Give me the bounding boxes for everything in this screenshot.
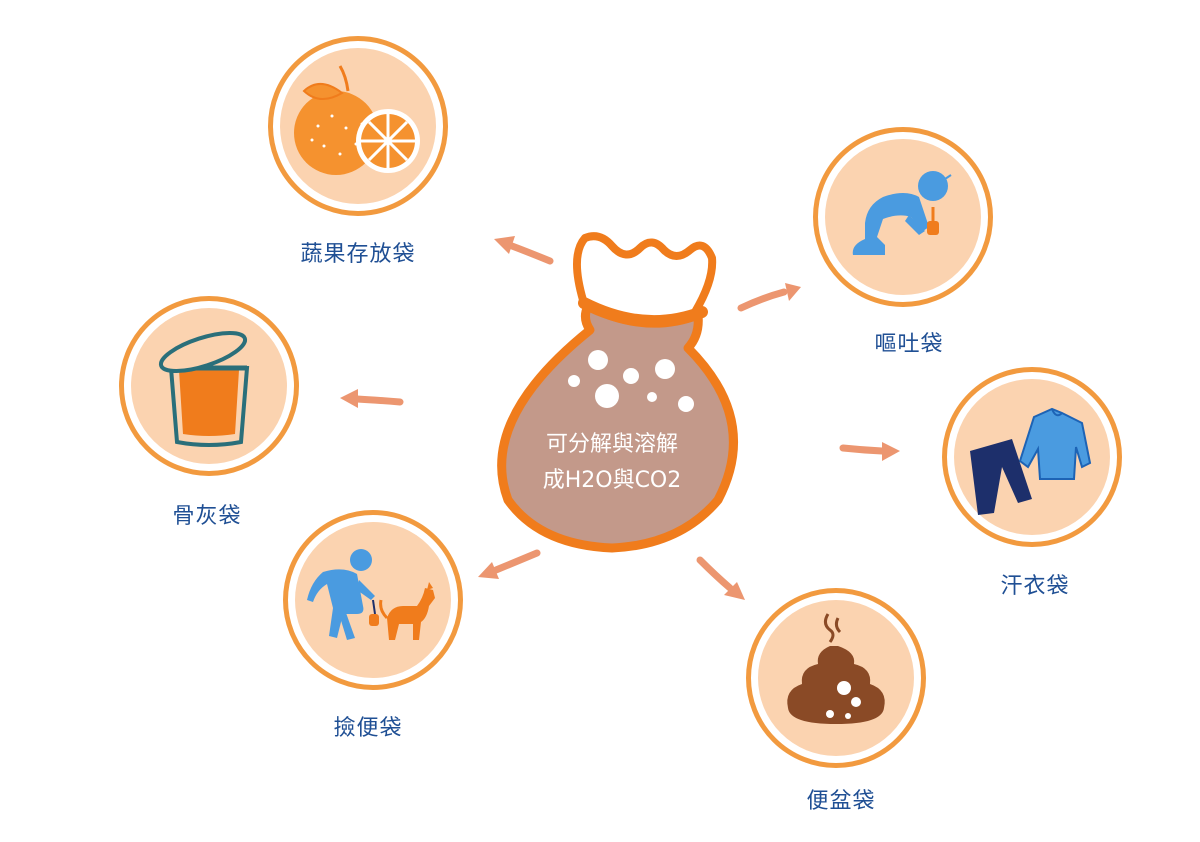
arrow-to-dog	[478, 549, 541, 579]
node-poop	[746, 588, 926, 768]
center-text-line-2: 成H2O與CO2	[542, 468, 682, 493]
label-poop: 便盆袋	[806, 789, 876, 814]
arrow-to-vomit	[737, 283, 801, 312]
poop-icon	[787, 613, 885, 724]
node-fruit	[268, 36, 448, 216]
clothes-icon	[970, 407, 1092, 515]
vomiting-person-icon	[852, 171, 952, 255]
arrow-to-urn	[340, 389, 404, 408]
center-text-line-1: 可分解與溶解	[545, 432, 678, 457]
urn-icon	[158, 330, 250, 447]
label-vomit: 嘔吐袋	[874, 332, 944, 357]
node-disc	[825, 139, 981, 295]
label-urn: 骨灰袋	[172, 504, 242, 529]
label-dog: 撿便袋	[333, 716, 403, 741]
node-dog	[283, 510, 463, 690]
label-fruit: 蔬果存放袋	[300, 242, 416, 267]
dog-walker-icon	[307, 549, 435, 640]
node-urn	[119, 296, 299, 476]
arrow-to-fruit	[494, 236, 554, 265]
node-vomit	[813, 127, 993, 307]
oranges-icon	[294, 65, 420, 175]
label-clothes: 汗衣袋	[1000, 574, 1070, 599]
arrow-to-clothes	[839, 442, 900, 461]
node-clothes	[942, 367, 1122, 547]
arrow-to-poop	[696, 556, 745, 600]
